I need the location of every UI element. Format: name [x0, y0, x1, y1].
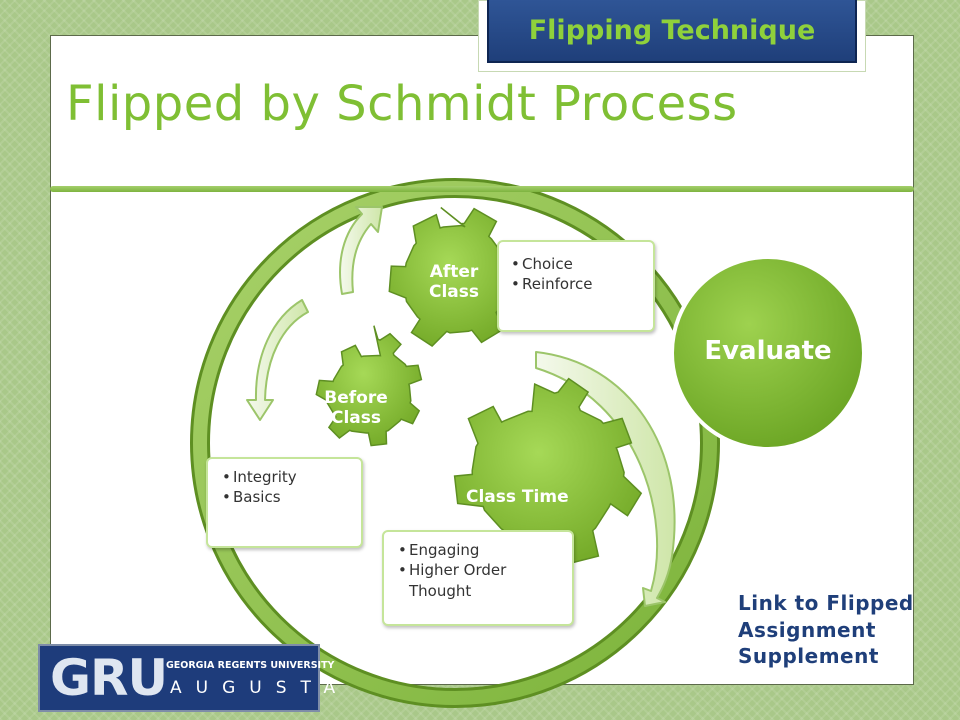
bullets-class-time: Engaging Higher Order Thought	[382, 530, 574, 626]
bullets-after-class: Choice Reinforce	[497, 240, 655, 332]
header-tab: Flipping Technique	[487, 0, 857, 63]
slide-title: Flipped by Schmidt Process	[66, 76, 738, 132]
supplement-link[interactable]: Link to Flipped Assignment Supplement	[738, 590, 914, 670]
bullet-item: Basics	[222, 487, 353, 507]
gear-label-after-class: After Class	[428, 262, 479, 303]
header-tab-label: Flipping Technique	[528, 15, 816, 46]
evaluate-label: Evaluate	[704, 336, 832, 366]
bullet-item: Engaging	[398, 540, 564, 560]
link-line: Assignment	[738, 617, 876, 642]
gear-label-before-class: Before Class	[324, 388, 388, 429]
link-line: Supplement	[738, 644, 879, 669]
title-divider	[50, 186, 914, 192]
university-logo: GRU GEORGIA REGENTS UNIVERSITY AUGUSTA	[38, 644, 335, 712]
bullet-item: Reinforce	[511, 274, 645, 294]
bullet-item: Integrity	[222, 467, 353, 487]
gear-label-class-time: Class Time	[466, 487, 569, 507]
logo-letters: GRU	[50, 649, 168, 707]
bullets-before-class: Integrity Basics	[206, 457, 363, 548]
gear-before-class	[315, 325, 423, 447]
arrow-before-to-after	[339, 206, 383, 295]
logo-city: AUGUSTA	[170, 678, 350, 698]
bullet-item: Choice	[511, 254, 645, 274]
evaluate-circle	[670, 255, 866, 451]
link-line: Link to Flipped	[738, 591, 914, 615]
logo-university-name: GEORGIA REGENTS UNIVERSITY	[166, 660, 335, 671]
arrow-to-before	[246, 299, 309, 421]
bullet-item: Higher Order Thought	[398, 560, 564, 601]
